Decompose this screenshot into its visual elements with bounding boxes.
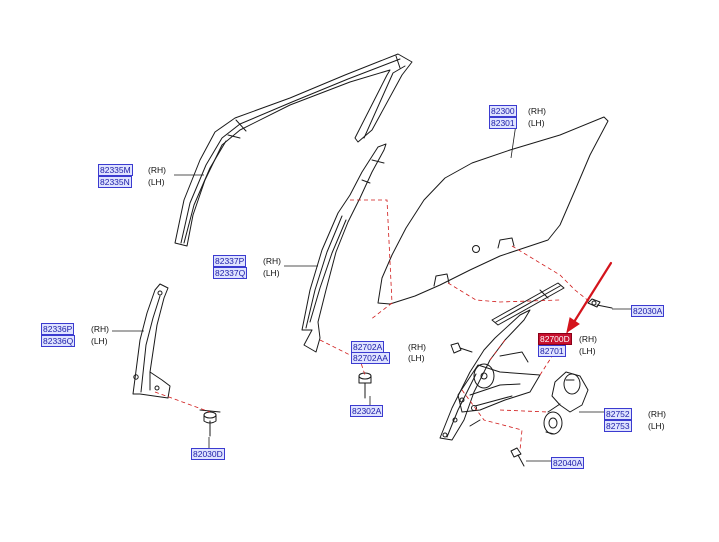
side-lh-label: (LH) — [528, 118, 545, 128]
side-rh-label: (RH) — [408, 342, 426, 352]
part-number-82337q[interactable]: 82337Q — [213, 267, 248, 279]
side-lh-label: (LH) — [148, 177, 165, 187]
part-number-82336q[interactable]: 82336Q — [41, 335, 76, 347]
part-number-82702aa[interactable]: 82702AA — [351, 352, 390, 364]
indicator-arrow — [566, 261, 613, 334]
part-number-82701[interactable]: 82701 — [538, 345, 566, 357]
part-number-82335m[interactable]: 82335M — [98, 164, 133, 176]
side-lh-label: (LH) — [263, 268, 280, 278]
side-lh-label: (LH) — [408, 353, 425, 363]
side-lh-label: (LH) — [579, 346, 596, 356]
part-number-82030d[interactable]: 82030D — [191, 448, 225, 460]
part-number-82752[interactable]: 82752 — [604, 408, 632, 420]
part-number-82753[interactable]: 82753 — [604, 420, 632, 432]
side-lh-label: (LH) — [648, 421, 665, 431]
window-regulator — [439, 309, 541, 441]
part-number-82300[interactable]: 82300 — [489, 105, 517, 117]
door-glass — [377, 116, 609, 305]
door-frame-channel — [174, 53, 413, 247]
bolt-82030a — [587, 298, 613, 309]
part-number-82336p[interactable]: 82336P — [41, 323, 75, 335]
part-number-82337p[interactable]: 82337P — [213, 255, 247, 267]
stud-82302a — [358, 372, 372, 399]
regulator-rail — [491, 282, 565, 326]
bolt-82030d — [199, 409, 221, 437]
side-rh-label: (RH) — [263, 256, 281, 266]
callout-leaders — [112, 123, 631, 462]
screw-regulator — [450, 342, 473, 354]
glass-run-channel — [301, 143, 387, 353]
side-rh-label: (RH) — [91, 324, 109, 334]
side-rh-label: (RH) — [579, 334, 597, 344]
part-number-82030a[interactable]: 82030A — [631, 305, 665, 317]
part-number-82040a[interactable]: 82040A — [551, 457, 585, 469]
lower-channel-bracket — [132, 283, 171, 399]
side-rh-label: (RH) — [648, 409, 666, 419]
side-rh-label: (RH) — [528, 106, 546, 116]
part-number-82700d-highlighted[interactable]: 82700D — [538, 333, 572, 345]
side-rh-label: (RH) — [148, 165, 166, 175]
regulator-motor — [543, 371, 589, 435]
part-number-82301[interactable]: 82301 — [489, 117, 517, 129]
alignment-lines — [154, 199, 591, 451]
part-number-82302a[interactable]: 82302A — [350, 405, 384, 417]
part-number-82335n[interactable]: 82335N — [98, 176, 132, 188]
bolt-82040a — [510, 447, 525, 467]
side-lh-label: (LH) — [91, 336, 108, 346]
